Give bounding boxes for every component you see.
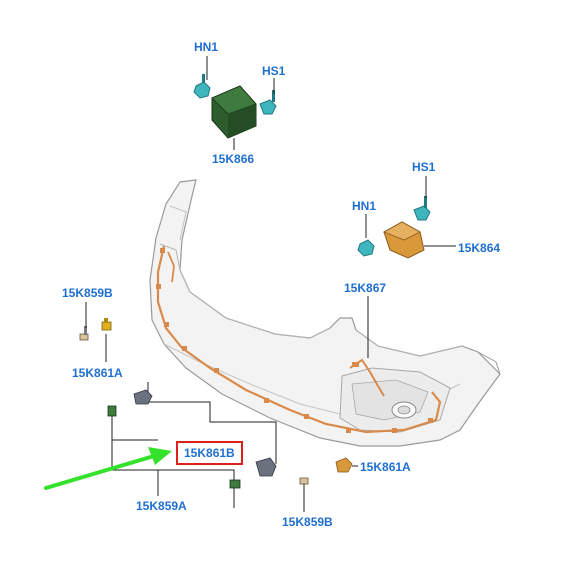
label-15k867: 15K867 — [344, 281, 387, 295]
label-hn1-top: HN1 — [194, 40, 219, 54]
bracket-15k861b-part — [255, 457, 277, 477]
bracket-15k861a-right — [335, 457, 353, 473]
sensor-green-left — [107, 405, 117, 417]
sensor-green-bottom — [229, 479, 241, 489]
nut-hn1-right — [357, 239, 375, 257]
label-15k859b-bottom: 15K859B — [282, 515, 333, 529]
screw-hs1-top — [259, 90, 277, 115]
nut-hn1-top — [193, 74, 211, 99]
label-15k859b-left: 15K859B — [62, 286, 113, 300]
sensor-15k859b-left — [79, 326, 89, 341]
label-15k861b-highlighted: 15K861B — [176, 441, 243, 465]
label-hs1-top: HS1 — [262, 64, 286, 78]
wiring-harness — [156, 245, 442, 434]
label-15k864: 15K864 — [458, 241, 501, 255]
bracket-15k861a-left — [101, 318, 112, 331]
label-15k859a: 15K859A — [136, 499, 187, 513]
bracket-small-upper — [133, 389, 153, 405]
module-15k864 — [383, 221, 425, 259]
bumper-cover — [149, 179, 501, 447]
label-15k861a-right: 15K861A — [360, 460, 411, 474]
label-hn1-right: HN1 — [352, 199, 377, 213]
label-15k861a-left: 15K861A — [72, 366, 123, 380]
label-hs1-right: HS1 — [412, 160, 436, 174]
screw-hs1-right — [413, 196, 431, 221]
pointer-arrow — [44, 447, 172, 490]
label-15k866: 15K866 — [212, 152, 255, 166]
module-15k866 — [211, 85, 257, 139]
sensor-15k859b-bottom — [299, 477, 309, 485]
